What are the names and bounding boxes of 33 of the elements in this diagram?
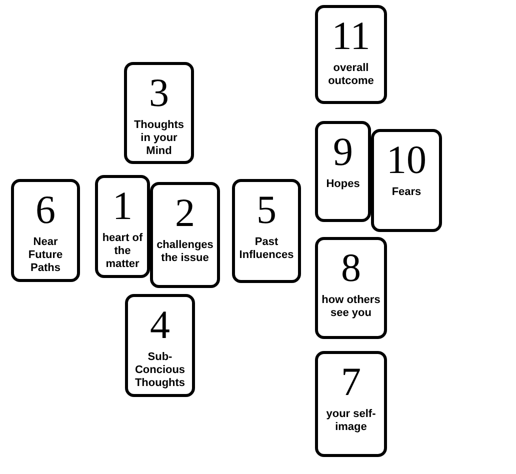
card [371, 129, 442, 232]
card-number: 3 [149, 73, 169, 113]
card-number: 4 [150, 305, 170, 345]
card-label: Fears [390, 186, 422, 199]
card-number: 8 [341, 248, 361, 288]
card [11, 179, 80, 282]
card-label: Hopes [325, 178, 361, 191]
card [125, 294, 195, 397]
card-number: 6 [36, 190, 56, 230]
card-label: Past Influences [238, 236, 295, 262]
card [150, 182, 220, 288]
card-number: 7 [341, 362, 361, 402]
card-number: 10 [386, 140, 426, 180]
card [315, 351, 387, 457]
card [315, 121, 371, 222]
card-number: 9 [333, 132, 353, 172]
card-label: challenges the issue [156, 239, 214, 265]
card-number: 5 [256, 190, 276, 230]
card [315, 237, 387, 339]
card [315, 5, 387, 104]
card [124, 62, 194, 164]
card-number: 1 [112, 186, 132, 226]
card [95, 175, 150, 278]
card-label: how others see you [320, 294, 382, 320]
card-label: heart of the matter [101, 232, 144, 271]
card-label: overall outcome [327, 62, 375, 88]
card-number: 11 [332, 16, 370, 56]
card-label: your self-image [325, 408, 377, 434]
card-label: Near Future Paths [27, 236, 64, 275]
card-label: Thoughts in your Mind [133, 119, 185, 158]
card-number: 2 [175, 193, 195, 233]
card-label: Sub-Concious Thoughts [134, 351, 186, 390]
card [232, 179, 301, 283]
